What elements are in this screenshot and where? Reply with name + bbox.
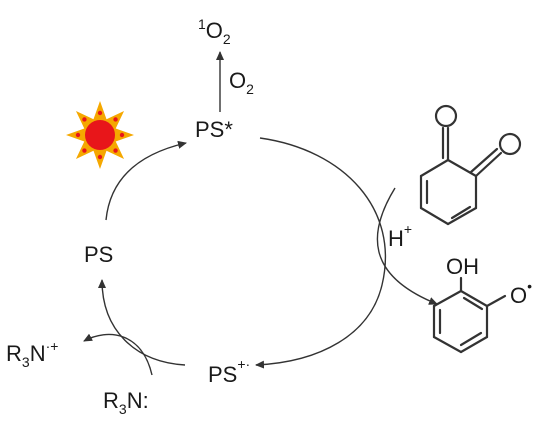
quinone-reduction-arrow — [376, 187, 438, 305]
singlet-oxygen-label: 1O2 — [198, 16, 231, 47]
electron-transfer-arc — [255, 137, 387, 369]
excitation-arrow — [105, 140, 187, 221]
ps-radical-cation-label: PS+· — [208, 356, 250, 387]
sun-icon — [66, 101, 134, 169]
ortho-benzoquinone-structure — [419, 126, 503, 226]
carbonyl-oxygen-2 — [498, 132, 522, 156]
ps-label: PS — [84, 242, 113, 267]
amine-oxidation-arrow — [83, 333, 153, 376]
ps-excited-label: PS* — [195, 117, 233, 142]
oxygen-radical-label: O• — [510, 278, 532, 308]
proton-label: H+ — [388, 221, 412, 251]
amine-label: R3N: — [103, 388, 149, 417]
semiquinone-radical-structure — [432, 276, 507, 354]
regeneration-arrow — [98, 279, 186, 366]
carbonyl-oxygen-1 — [434, 104, 458, 128]
hydroxyl-label: OH — [446, 254, 479, 279]
amine-radical-cation-label: R3N·+ — [6, 338, 58, 370]
oxygen-label: O2 — [229, 68, 254, 97]
